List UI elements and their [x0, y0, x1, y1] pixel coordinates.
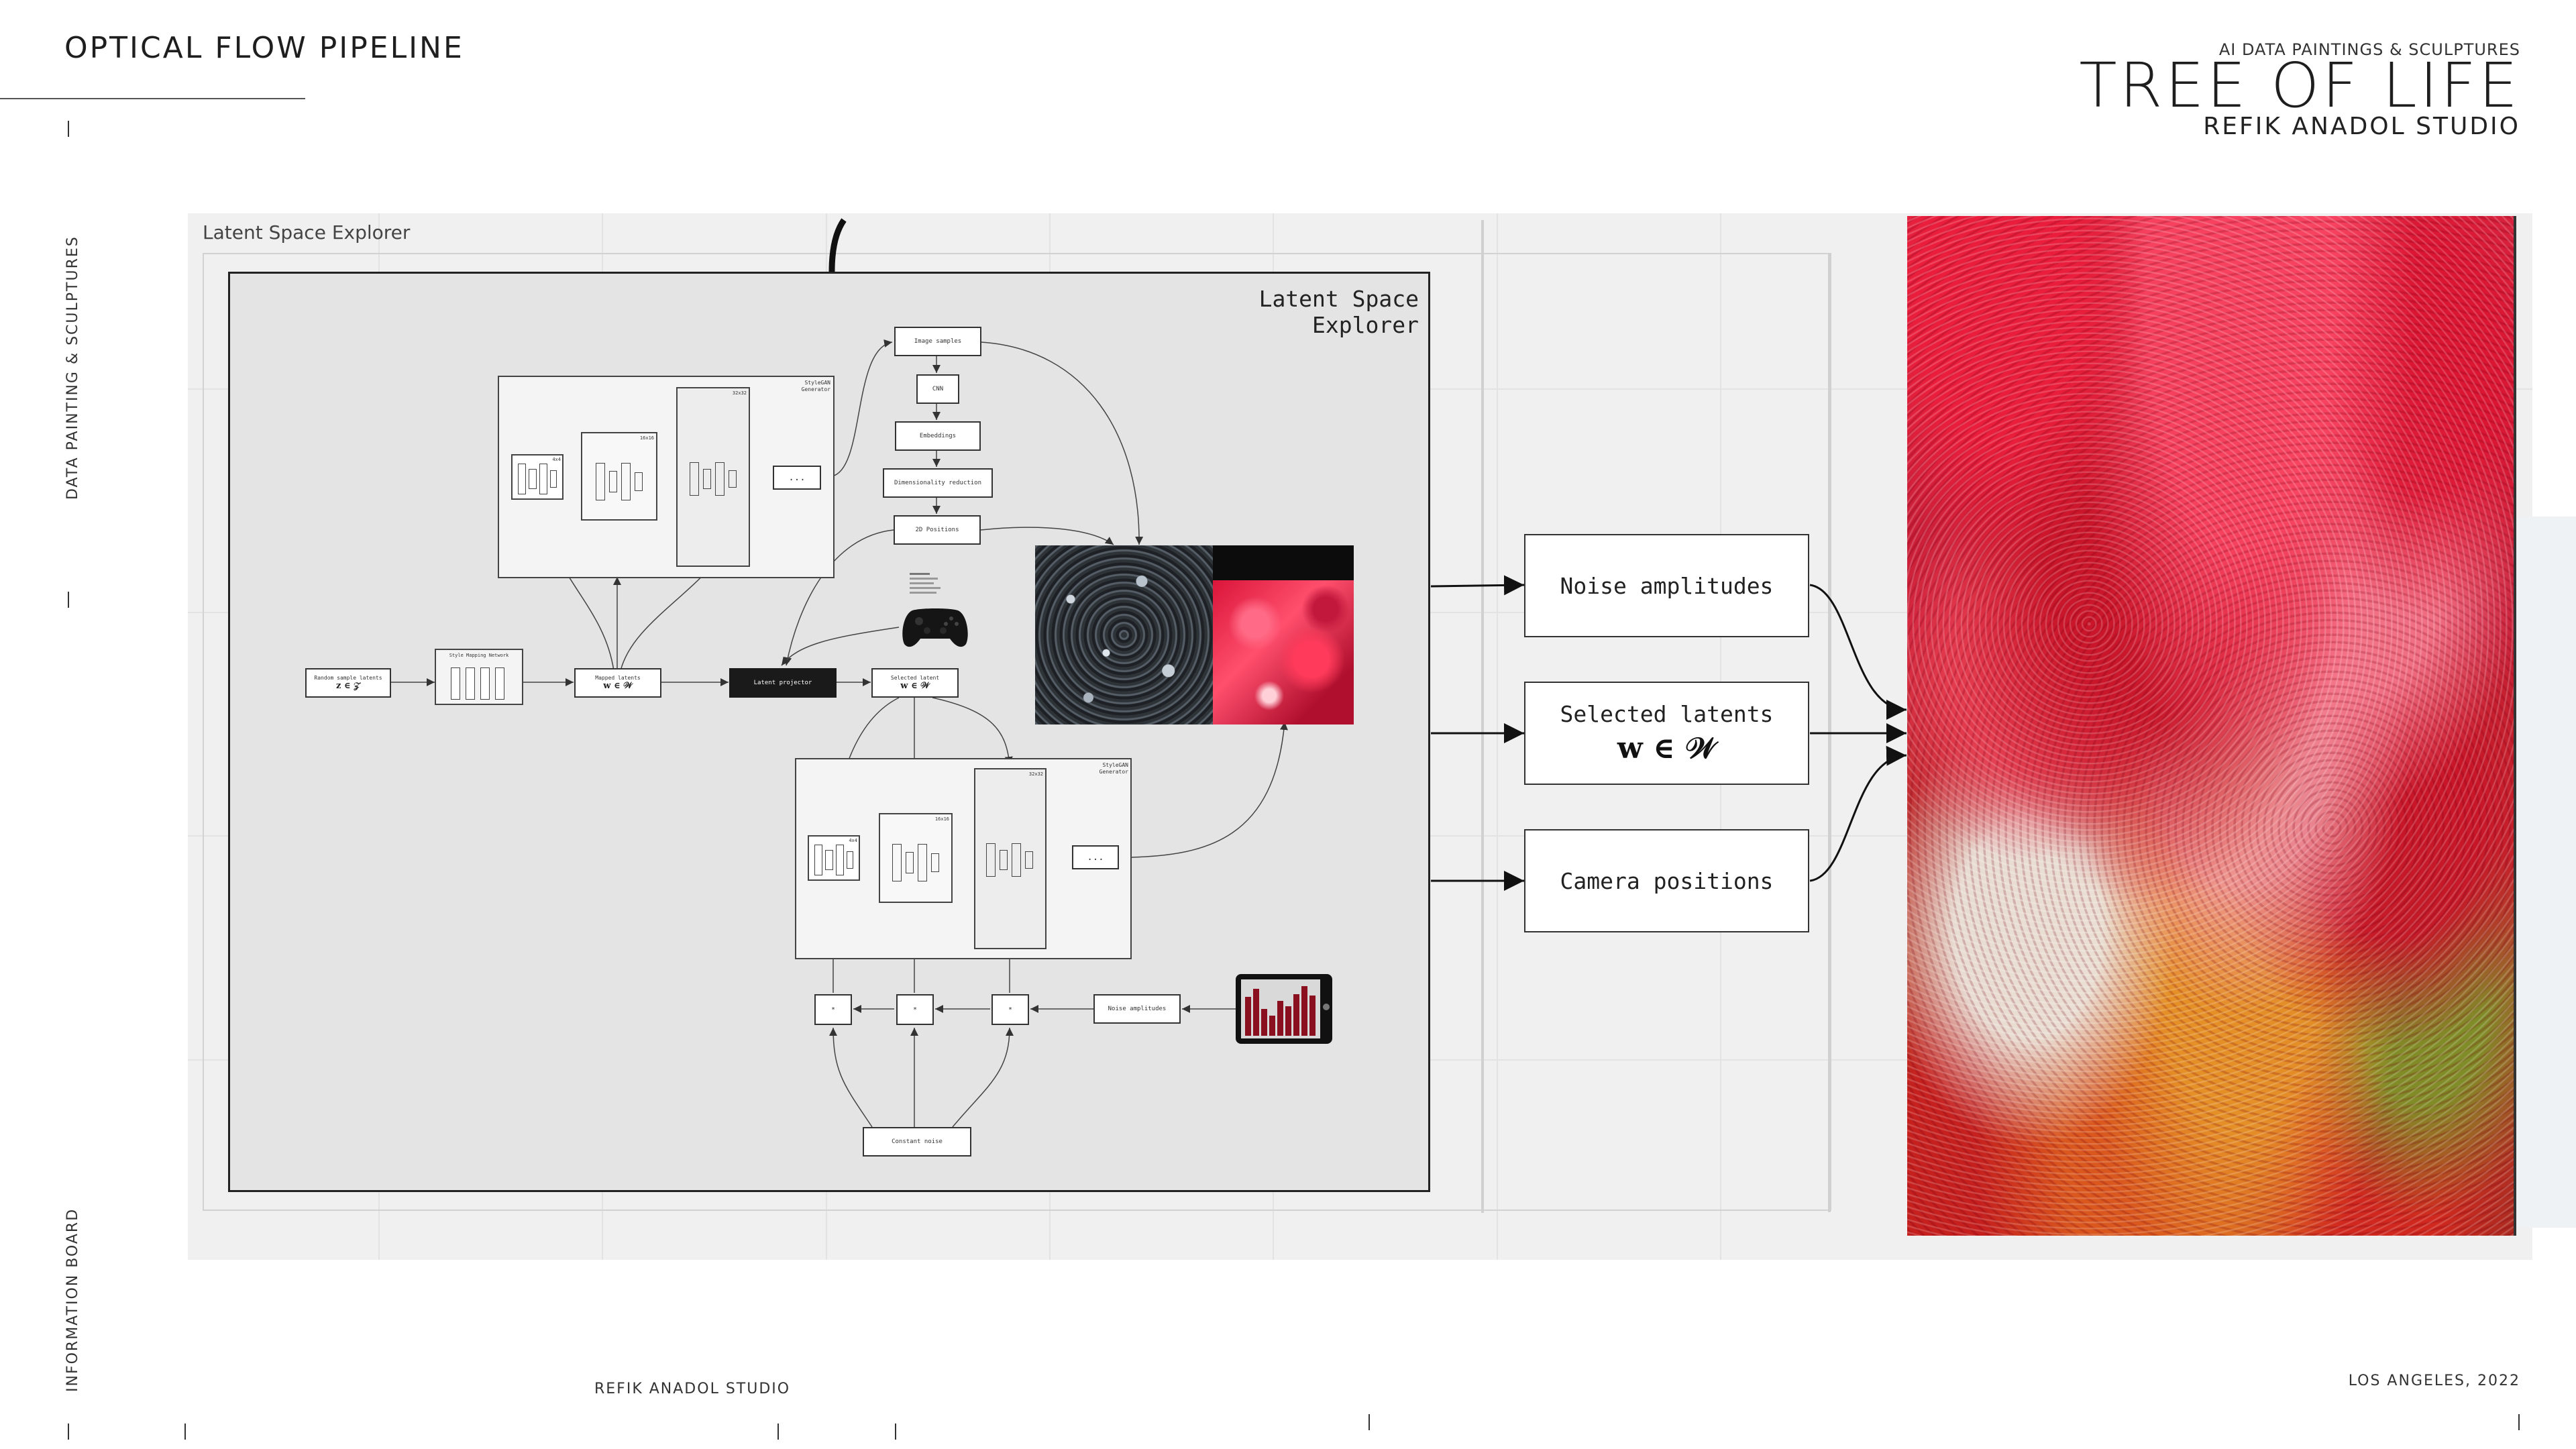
tick-mark	[895, 1424, 896, 1440]
tick-mark	[68, 1424, 69, 1440]
explorer-title: Latent Space Explorer	[1258, 286, 1419, 338]
tick-mark	[184, 1424, 186, 1440]
page-title: OPTICAL FLOW PIPELINE	[64, 31, 464, 65]
gamepad-icon	[902, 608, 968, 647]
cnn-box: CNN	[916, 374, 959, 404]
block-4x4-top: 4x4	[511, 454, 564, 500]
multiply-node: *	[814, 994, 852, 1025]
panel-label: Latent Space Explorer	[203, 221, 411, 244]
gamepad-panel-text	[910, 570, 945, 604]
embeddings-box: Embeddings	[895, 421, 981, 451]
tablet-chart-bar	[1301, 986, 1307, 1036]
output-camera-positions: Camera positions	[1524, 829, 1809, 932]
window-frame	[203, 253, 1831, 1211]
tablet-chart-bar	[1253, 989, 1259, 1036]
tablet-chart-bar	[1277, 1001, 1283, 1036]
flower-image-header	[1213, 545, 1354, 582]
block-32x32-bottom: 32x32	[974, 768, 1046, 949]
header-rule	[0, 98, 305, 99]
block-16x16-bottom: 16x16	[879, 813, 953, 903]
tablet-chart-bar	[1245, 997, 1251, 1036]
tablet-chart-bar	[1261, 1009, 1267, 1036]
footer-place-date: LOS ANGELES, 2022	[2348, 1373, 2520, 1389]
tick-mark	[777, 1424, 779, 1440]
mapping-network-box: Style Mapping Network	[435, 649, 523, 705]
studio-name: REFIK ANADOL STUDIO	[2203, 113, 2520, 140]
footer-studio: REFIK ANADOL STUDIO	[594, 1381, 791, 1397]
block-16x16-top: 16x16	[581, 432, 657, 521]
tree-of-life-artwork	[1907, 216, 2514, 1236]
selected-latent-box: Selected latent w ∈ 𝒲	[871, 668, 959, 698]
constant-noise-box: Constant noise	[863, 1127, 971, 1157]
dimensionality-reduction-box: Dimensionality reduction	[883, 468, 993, 498]
2d-positions-box: 2D Positions	[894, 515, 981, 545]
multiply-node: *	[896, 994, 934, 1025]
mapped-latents-box: Mapped latents w ∈ 𝒲	[574, 668, 661, 698]
project-kicker: AI DATA PAINTINGS & SCULPTURES	[2218, 40, 2520, 59]
random-latents-box: Random sample latents z ∈ 𝒵	[305, 668, 391, 698]
tablet-chart-bar	[1309, 996, 1316, 1036]
output-selected-latents: Selected latents w ∈ 𝒲	[1524, 682, 1809, 785]
tick-mark	[2518, 1414, 2520, 1430]
tablet-chart-bar	[1285, 1006, 1291, 1036]
droplets-image	[1035, 545, 1213, 724]
ellipsis-block-top: ...	[773, 466, 821, 490]
multiply-node: *	[991, 994, 1029, 1025]
tick-mark	[68, 121, 69, 137]
tablet-icon	[1236, 974, 1332, 1044]
noise-amplitudes-small-box: Noise amplitudes	[1093, 994, 1181, 1024]
window-divider	[1481, 220, 1484, 1213]
block-4x4-bottom: 4x4	[808, 835, 860, 881]
flower-image	[1213, 580, 1354, 724]
output-noise-amplitudes: Noise amplitudes	[1524, 534, 1809, 637]
block-32x32-top: 32x32	[676, 387, 750, 567]
project-title: TREE OF LIFE	[2079, 50, 2520, 121]
tablet-chart-bar	[1293, 994, 1299, 1036]
stylegan-label-bottom: StyleGAN Generator	[1099, 762, 1128, 775]
tablet-chart-bar	[1269, 1016, 1275, 1036]
tick-mark	[1368, 1414, 1370, 1430]
artwork-speckle-overlay	[1907, 216, 2514, 1236]
ellipsis-block-bottom: ...	[1072, 845, 1119, 869]
tick-mark	[68, 592, 69, 608]
artwork-shadow	[2514, 517, 2576, 1228]
stylegan-label-top: StyleGAN Generator	[801, 380, 830, 392]
image-samples-box: Image samples	[894, 327, 981, 356]
latent-projector-box: Latent projector	[729, 668, 837, 698]
